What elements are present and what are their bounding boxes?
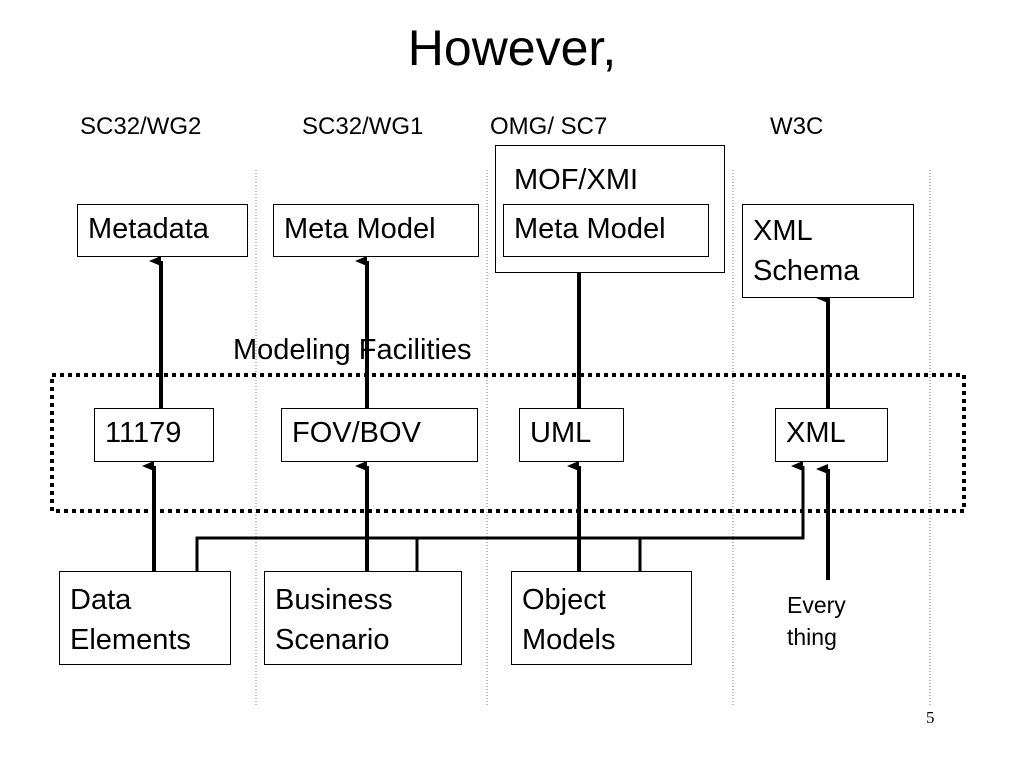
column-header-w3c: W3C bbox=[770, 113, 824, 140]
modeling-facilities-frame bbox=[50, 373, 966, 513]
mof-xmi-label: MOF/XMI bbox=[514, 164, 639, 196]
object-models-line2: Models bbox=[522, 624, 616, 656]
column-dividers bbox=[255, 170, 931, 705]
xml-schema-line2: Schema bbox=[753, 255, 860, 287]
slide-title: However, bbox=[407, 20, 617, 76]
everything-line1: Every bbox=[787, 592, 846, 618]
modeling-facilities-label: Modeling Facilities bbox=[233, 334, 472, 366]
data-elements-box: Data Elements bbox=[59, 571, 231, 665]
column-header-sc32-wg1: SC32/WG1 bbox=[302, 113, 424, 140]
iso-11179-box: 11179 bbox=[94, 408, 214, 462]
business-scenario-line2: Scenario bbox=[275, 624, 390, 656]
data-elements-line2: Elements bbox=[70, 624, 191, 656]
object-models-box: Object Models bbox=[511, 571, 692, 665]
meta-model-wg1-box: Meta Model bbox=[273, 204, 479, 257]
uml-box: UML bbox=[519, 408, 624, 462]
column-header-omg-sc7: OMG/ SC7 bbox=[490, 113, 608, 140]
page-number: 5 bbox=[926, 708, 935, 727]
everything-line2: thing bbox=[787, 624, 837, 650]
xml-schema-line1: XML bbox=[753, 215, 813, 247]
business-scenario-line1: Business bbox=[275, 584, 393, 616]
metadata-box: Metadata bbox=[77, 204, 248, 257]
xml-bus-line bbox=[195, 461, 805, 572]
data-elements-line1: Data bbox=[70, 584, 132, 616]
column-header-sc32-wg2: SC32/WG2 bbox=[80, 113, 202, 140]
object-models-line1: Object bbox=[522, 584, 606, 616]
meta-model-omg-box: Meta Model bbox=[503, 204, 709, 257]
business-scenario-box: Business Scenario bbox=[264, 571, 462, 665]
everything-label: Every thing bbox=[787, 589, 846, 653]
xml-bus bbox=[195, 461, 805, 572]
fov-bov-box: FOV/BOV bbox=[281, 408, 478, 462]
xml-schema-box: XML Schema bbox=[742, 204, 914, 298]
xml-box: XML bbox=[775, 408, 888, 462]
